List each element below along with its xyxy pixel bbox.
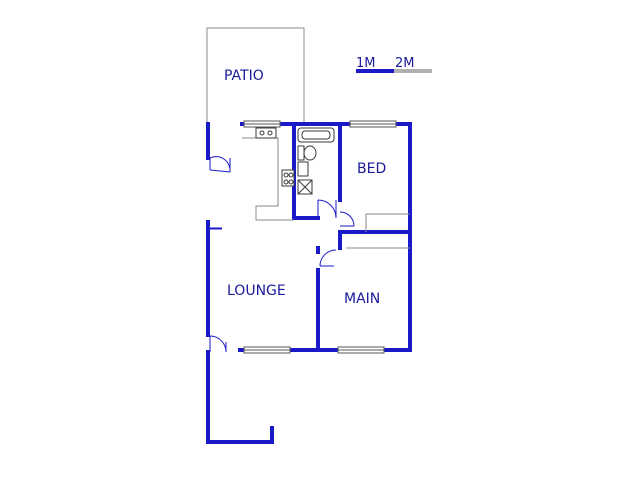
patio-area [206,27,305,122]
room-label-lounge: LOUNGE [227,283,286,299]
fixtures [255,127,335,195]
doors [209,156,355,353]
room-label-bed: BED [357,161,386,177]
room-labels: PATIO BED LOUNGE MAIN [224,68,386,307]
scale-label-1m: 1M [356,56,376,71]
room-label-main: MAIN [344,291,380,307]
basin-icon [297,161,309,177]
kitchen-sink-icon [255,127,277,139]
toilet-icon [297,145,305,161]
scale-label-2m: 2M [395,56,415,71]
room-label-patio: PATIO [224,68,264,84]
scale-bar: 1M 2M [356,56,432,73]
windows [243,120,397,354]
